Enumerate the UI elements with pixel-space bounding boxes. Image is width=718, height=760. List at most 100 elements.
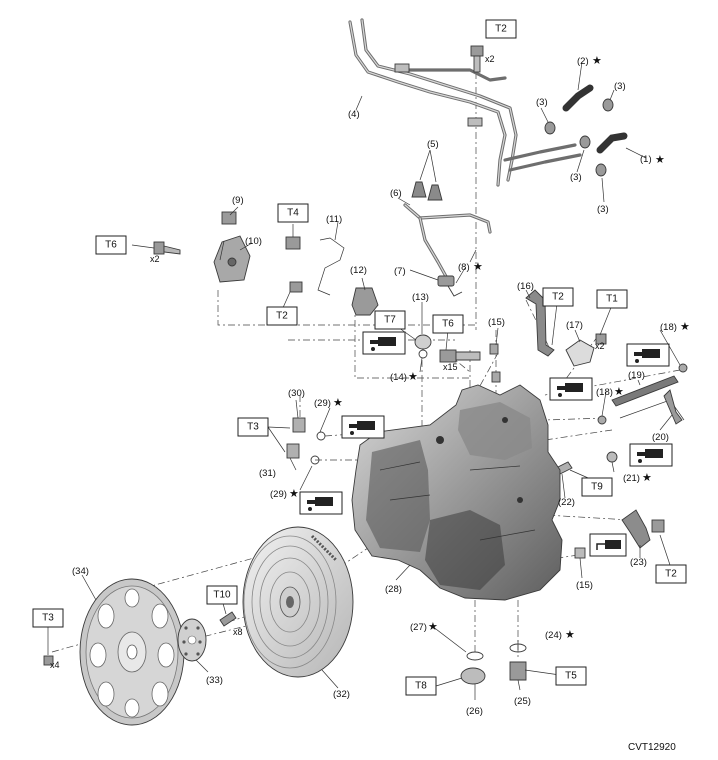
star-icon: ★	[333, 396, 343, 409]
torque-box-t2-right: T2	[542, 287, 574, 307]
callout-15: (15)	[576, 580, 593, 591]
torque-box-t5: T5	[555, 666, 587, 686]
fluid-icon	[626, 343, 670, 367]
torque-box-t8: T8	[405, 676, 437, 696]
callout-28: (28)	[385, 584, 402, 595]
fluid-icon	[549, 377, 593, 401]
torque-box-t2-bottom: T2	[655, 564, 687, 584]
star-icon: ★	[428, 620, 438, 633]
svg-text:T2: T2	[276, 311, 288, 322]
svg-text:T5: T5	[565, 671, 577, 682]
callout-7: (7)	[394, 266, 406, 277]
left-plugs	[286, 417, 326, 465]
torque-converter	[242, 526, 354, 678]
mid-small-parts	[414, 289, 607, 383]
fluid-icon	[341, 415, 385, 439]
svg-text:T6: T6	[442, 319, 454, 330]
callout-4: (4)	[348, 109, 360, 120]
svg-text:T3: T3	[42, 613, 54, 624]
harness-bracket	[285, 236, 379, 316]
svg-text:T7: T7	[384, 315, 396, 326]
oil-cooler-pipe-assembly	[348, 18, 582, 282]
callout-34: (34)	[72, 566, 89, 577]
callout-31: (31)	[259, 468, 276, 479]
callout-26: (26)	[466, 706, 483, 717]
torque-box-t2-mid: T2	[266, 306, 298, 326]
star-icon: ★	[565, 628, 575, 641]
callout-17: (17)	[566, 320, 583, 331]
svg-text:T2: T2	[552, 292, 564, 303]
callout-29: (29)	[314, 398, 331, 409]
callout-1: (1)	[640, 154, 652, 165]
callout-14: (14)	[390, 372, 407, 383]
callout-3: (3)	[536, 97, 548, 108]
quantity-label: x15	[443, 362, 458, 372]
callout-3: (3)	[597, 204, 609, 215]
star-icon: ★	[642, 471, 652, 484]
callout-16: (16)	[517, 281, 534, 292]
rod-assembly	[597, 363, 688, 463]
callout-20: (20)	[652, 432, 669, 443]
svg-text:T2: T2	[495, 24, 507, 35]
svg-text:T3: T3	[247, 422, 259, 433]
callout-23: (23)	[630, 557, 647, 568]
callout-29: (29)	[270, 489, 287, 500]
star-icon: ★	[592, 54, 602, 67]
quantity-label: x2	[150, 254, 160, 264]
svg-text:T4: T4	[287, 208, 299, 219]
figure-code: CVT12920	[628, 742, 676, 753]
fluid-icon	[362, 331, 406, 355]
torque-box-t7: T7	[374, 310, 406, 330]
quantity-label: x8	[233, 627, 243, 637]
leader-lines	[47, 61, 681, 700]
svg-text:T6: T6	[105, 240, 117, 251]
callout-30: (30)	[288, 388, 305, 399]
drive-plate	[79, 578, 185, 726]
top-bolt	[470, 45, 484, 73]
torque-box-t9: T9	[581, 477, 613, 497]
star-icon: ★	[680, 320, 690, 333]
torque-box-t10: T10	[206, 585, 238, 605]
callout-18: (18)	[596, 387, 613, 398]
quantity-label: x2	[595, 341, 605, 351]
callout-22: (22)	[558, 497, 575, 508]
part-callouts: (1) ★ (2) ★ (3) (3) (3) (3) (4) (5) (6) …	[72, 54, 690, 717]
callout-9: (9)	[232, 195, 244, 206]
transmission-case	[351, 384, 563, 601]
svg-text:T1: T1	[606, 294, 618, 305]
callout-21: (21)	[623, 473, 640, 484]
sensor-parts	[437, 275, 463, 297]
fluid-symbols	[299, 331, 673, 557]
reinforcement-plate	[43, 611, 237, 666]
callout-19: (19)	[628, 370, 645, 381]
callout-11: (11)	[326, 214, 342, 225]
star-icon: ★	[473, 260, 483, 273]
grommets	[411, 181, 443, 201]
torque-box-t4: T4	[277, 203, 309, 223]
callout-15: (15)	[488, 317, 505, 328]
callout-24: (24)	[545, 630, 562, 641]
svg-text:T9: T9	[591, 482, 603, 493]
torque-box-t1: T1	[596, 289, 628, 309]
star-icon: ★	[614, 385, 624, 398]
callout-18: (18)	[660, 322, 677, 333]
assembly-lines	[51, 72, 681, 660]
callout-2: (2)	[577, 56, 589, 67]
sealant-icon	[589, 533, 627, 557]
callout-8: (8)	[458, 262, 470, 273]
callout-3: (3)	[614, 81, 626, 92]
torque-box-t3-bottom: T3	[32, 608, 64, 628]
svg-text:T8: T8	[415, 681, 427, 692]
torque-box-t3-left: T3	[237, 417, 269, 437]
torque-box-t2-top: T2	[485, 19, 517, 39]
callout-25: (25)	[514, 696, 531, 707]
fluid-icon	[299, 491, 343, 515]
svg-text:T10: T10	[213, 590, 231, 601]
fluid-icon	[629, 443, 673, 467]
callout-10: (10)	[245, 236, 262, 247]
callout-3: (3)	[570, 172, 582, 183]
star-icon: ★	[289, 487, 299, 500]
svg-text:T2: T2	[665, 569, 677, 580]
callout-27: (27)	[410, 622, 427, 633]
